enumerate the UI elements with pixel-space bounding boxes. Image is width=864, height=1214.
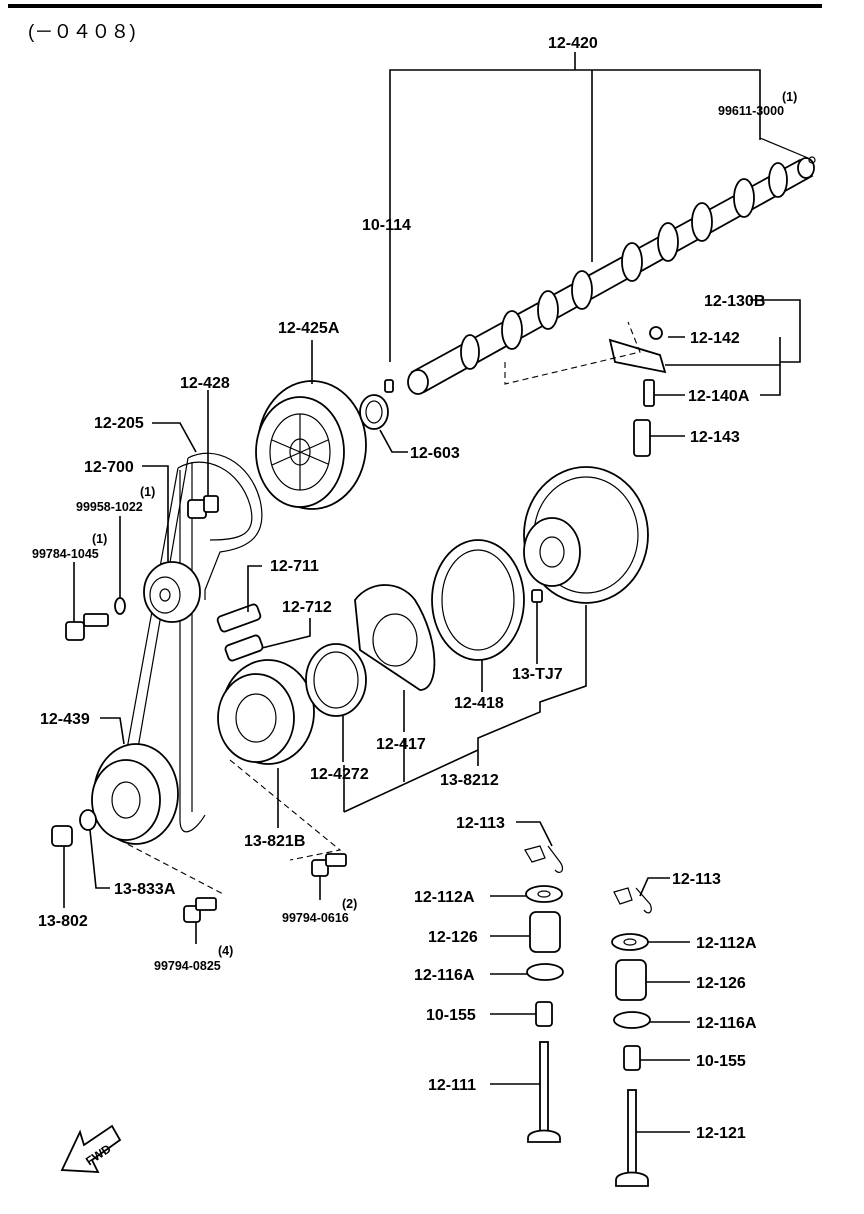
label-13-802: 13-802 — [38, 913, 88, 930]
large-gear — [523, 466, 649, 604]
valve-train-exhaust — [611, 887, 652, 1187]
label-99784-1045: 99784-1045 — [32, 547, 99, 561]
label-13-833A: 13-833A — [114, 881, 176, 898]
label-10-155-left: 10-155 — [426, 1007, 476, 1024]
label-12-111: 12-111 — [428, 1077, 476, 1094]
label-12-112A-right: 12-112A — [696, 935, 757, 952]
label-99958-qty: (1) — [140, 485, 155, 499]
label-12-418: 12-418 — [454, 695, 504, 712]
label-12-142: 12-142 — [690, 330, 740, 347]
label-10-155-right: 10-155 — [696, 1053, 746, 1070]
label-12-205: 12-205 — [94, 415, 144, 432]
crank-sprocket — [217, 659, 315, 765]
tensioner — [143, 561, 201, 623]
label-12-112A-left: 12-112A — [414, 889, 475, 906]
bolt-12-428 — [187, 495, 219, 519]
label-12-711: 12-711 — [270, 558, 319, 575]
rocker-arm — [608, 326, 667, 457]
seal-12-603 — [359, 394, 389, 430]
sprocket-ring-12-418 — [431, 539, 525, 661]
label-12-126-right: 12-126 — [696, 975, 746, 992]
bolt-99794-0616 — [311, 853, 347, 877]
part-labels: 12-420 (1) 99611-3000 10-114 12-130B 12-… — [32, 35, 797, 1142]
valve-train-intake — [524, 845, 564, 1143]
label-99794-0825-qty: (4) — [218, 944, 233, 958]
leader-lines — [63, 52, 801, 1133]
label-13-8212: 13-8212 — [440, 772, 499, 789]
label-12-712: 12-712 — [282, 599, 332, 616]
label-12-116A-right: 12-116A — [696, 1015, 757, 1032]
fwd-arrow: FWD — [60, 1124, 122, 1173]
label-12-417: 12-417 — [376, 736, 426, 753]
timing-belt — [124, 452, 263, 833]
label-12-603: 12-603 — [410, 445, 460, 462]
label-12-130B: 12-130B — [704, 293, 765, 310]
bolt-99784-1045 — [65, 613, 109, 641]
seal-12-4272 — [305, 643, 367, 717]
spacer-12-712 — [224, 634, 264, 662]
washer-13-833a — [79, 809, 97, 831]
label-99794-0616-qty: (2) — [342, 897, 357, 911]
pin-13-tj7 — [531, 589, 543, 603]
pin-10-114 — [384, 379, 394, 393]
label-12-113-left: 12-113 — [456, 815, 505, 832]
cam-pulley — [255, 380, 367, 510]
label-12-116A-left: 12-116A — [414, 967, 475, 984]
camshaft — [407, 137, 816, 395]
bolt-99794-0825 — [183, 897, 217, 923]
label-12-428: 12-428 — [180, 375, 230, 392]
label-12-700: 12-700 — [84, 459, 134, 476]
label-12-140A: 12-140A — [688, 388, 750, 405]
label-12-121: 12-121 — [696, 1125, 746, 1142]
plate-12-417 — [354, 584, 436, 691]
bolt-13-802 — [51, 825, 73, 847]
label-12-126-left: 12-126 — [428, 929, 478, 946]
label-12-439: 12-439 — [40, 711, 90, 728]
label-99794-0825: 99794-0825 — [154, 959, 221, 973]
label-12-4272: 12-4272 — [310, 766, 369, 783]
range-label: (－０４０８) — [28, 22, 136, 43]
label-13-tj7: 13-TJ7 — [512, 666, 563, 683]
label-12-113-right: 12-113 — [672, 871, 721, 888]
label-99611-3000: 99611-3000 — [718, 104, 784, 118]
label-99794-0616: 99794-0616 — [282, 911, 349, 925]
label-13-821B: 13-821B — [244, 833, 305, 850]
label-99611-qty: (1) — [782, 90, 797, 104]
crank-pulley — [91, 743, 179, 845]
spring-12-711 — [216, 603, 262, 633]
label-12-143: 12-143 — [690, 429, 740, 446]
label-99958-1022: 99958-1022 — [76, 500, 143, 514]
washer-99958-1022 — [114, 597, 126, 615]
label-99784-qty: (1) — [92, 532, 107, 546]
label-12-420: 12-420 — [548, 35, 598, 52]
label-12-425A: 12-425A — [278, 320, 340, 337]
label-10-114: 10-114 — [362, 217, 411, 234]
